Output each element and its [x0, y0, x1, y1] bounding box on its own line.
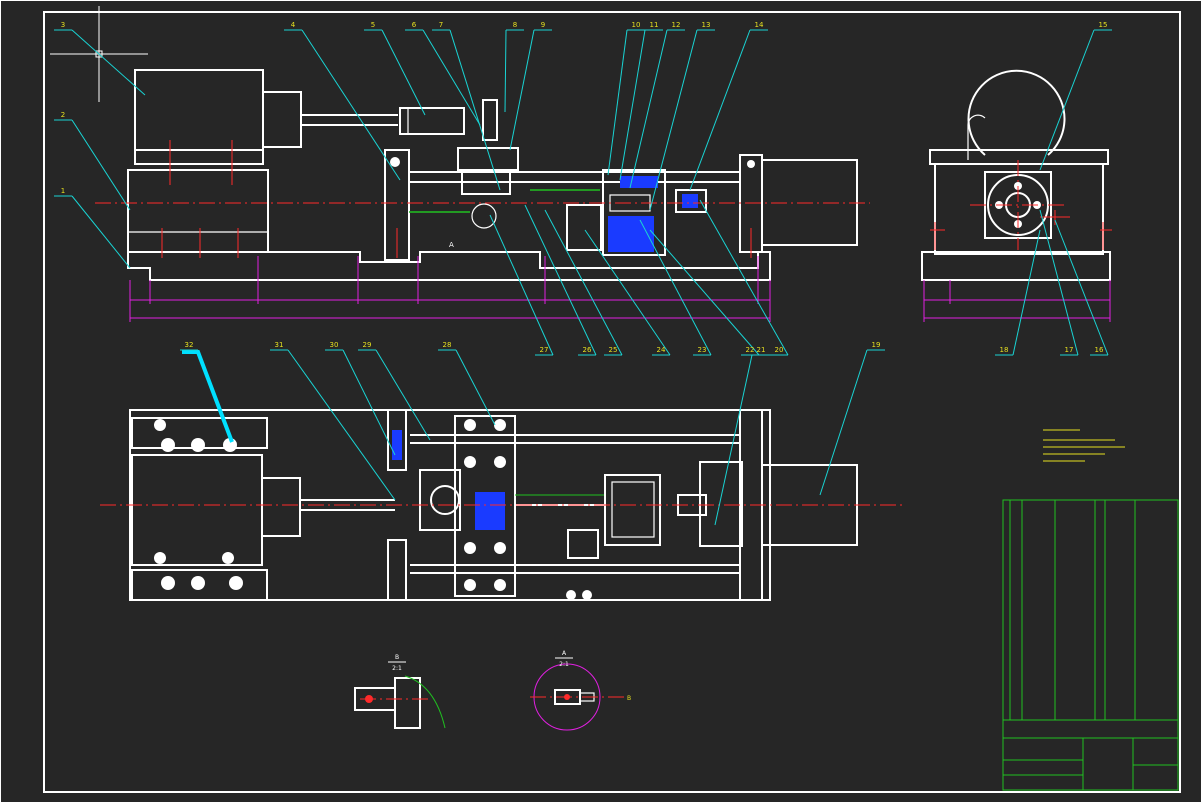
leader-line-30	[342, 349, 396, 456]
callout-label-23: 23	[698, 346, 707, 354]
parts-list-title-block	[1002, 499, 1179, 791]
front-view	[95, 69, 870, 281]
section-labels: B 2:1 A 2:1 A B	[388, 241, 631, 702]
callout-label-5: 5	[371, 21, 375, 29]
leader-line-21	[714, 354, 753, 526]
leader-line-12	[629, 29, 668, 189]
callout-label-18: 18	[1000, 346, 1009, 354]
callout-label-25: 25	[609, 346, 618, 354]
leader-line-15	[1039, 29, 1095, 171]
callout-label-29: 29	[363, 341, 372, 349]
leader-line-26	[524, 204, 597, 356]
leader-line-27	[489, 214, 554, 356]
callout-label-19: 19	[872, 341, 881, 349]
callout-label-21: 21	[757, 346, 766, 354]
callout-label-6: 6	[412, 21, 417, 29]
leader-line-10	[607, 29, 628, 176]
front-view-dimensions	[129, 256, 771, 322]
callout-label-13: 13	[702, 21, 711, 29]
callout-label-11: 11	[650, 21, 659, 29]
leader-line-28	[455, 349, 496, 426]
callout-label-28: 28	[443, 341, 452, 349]
leader-line-17	[1039, 209, 1079, 356]
highlighted-part	[182, 350, 234, 443]
section-a-marker: A	[449, 241, 454, 249]
technical-notes	[1043, 429, 1125, 462]
section-b-view	[354, 675, 446, 729]
leader-line-2	[71, 119, 131, 211]
callout-label-1: 1	[61, 187, 65, 195]
callout-label-32: 32	[185, 341, 194, 349]
leader-line-13	[649, 29, 698, 211]
leader-line-20	[699, 199, 789, 356]
leader-line-3	[71, 29, 146, 96]
top-view	[100, 409, 905, 601]
callout-label-16: 16	[1095, 346, 1104, 354]
leader-line-31	[287, 349, 396, 501]
leader-line-1	[71, 195, 131, 269]
callout-label-15: 15	[1099, 21, 1108, 29]
callout-label-22: 22	[746, 346, 755, 354]
leader-line-8	[504, 29, 507, 113]
callout-label-2: 2	[61, 111, 65, 119]
callout-label-31: 31	[275, 341, 284, 349]
section-a-letter: A	[562, 650, 567, 657]
callout-label-14: 14	[755, 21, 764, 29]
leader-line-16	[1054, 219, 1109, 356]
callout-label-7: 7	[439, 21, 443, 29]
leader-line-4	[301, 29, 401, 181]
side-view	[921, 69, 1112, 322]
callout-label-17: 17	[1065, 346, 1074, 354]
leader-line-14	[689, 29, 751, 191]
leader-lines	[54, 29, 1112, 526]
leader-line-29	[375, 349, 431, 441]
leader-line-22	[649, 229, 760, 356]
callout-label-20: 20	[775, 346, 784, 354]
leader-line-6	[422, 29, 481, 126]
callout-label-12: 12	[672, 21, 681, 29]
leader-line-18	[1012, 229, 1041, 356]
leader-line-5	[381, 29, 426, 116]
callout-label-8: 8	[513, 21, 517, 29]
callout-label-30: 30	[330, 341, 339, 349]
leader-line-19	[819, 349, 868, 496]
callout-label-10: 10	[632, 21, 641, 29]
callout-label-27: 27	[540, 346, 549, 354]
section-b-marker: B	[627, 695, 631, 702]
leader-line-25	[544, 209, 623, 356]
leader-line-7	[449, 29, 501, 191]
callout-label-9: 9	[541, 21, 545, 29]
section-a-view	[530, 663, 625, 731]
leader-line-11	[619, 29, 646, 181]
section-b-letter: B	[395, 654, 399, 661]
callout-label-24: 24	[657, 346, 666, 354]
leader-line-9	[509, 29, 535, 151]
leader-line-24	[584, 229, 671, 356]
callout-label-4: 4	[291, 21, 296, 29]
section-b-ratio: 2:1	[392, 665, 402, 672]
callout-label-3: 3	[61, 21, 65, 29]
section-a-ratio: 2:1	[559, 661, 569, 668]
leader-line-23	[639, 219, 712, 356]
callout-label-26: 26	[583, 346, 592, 354]
